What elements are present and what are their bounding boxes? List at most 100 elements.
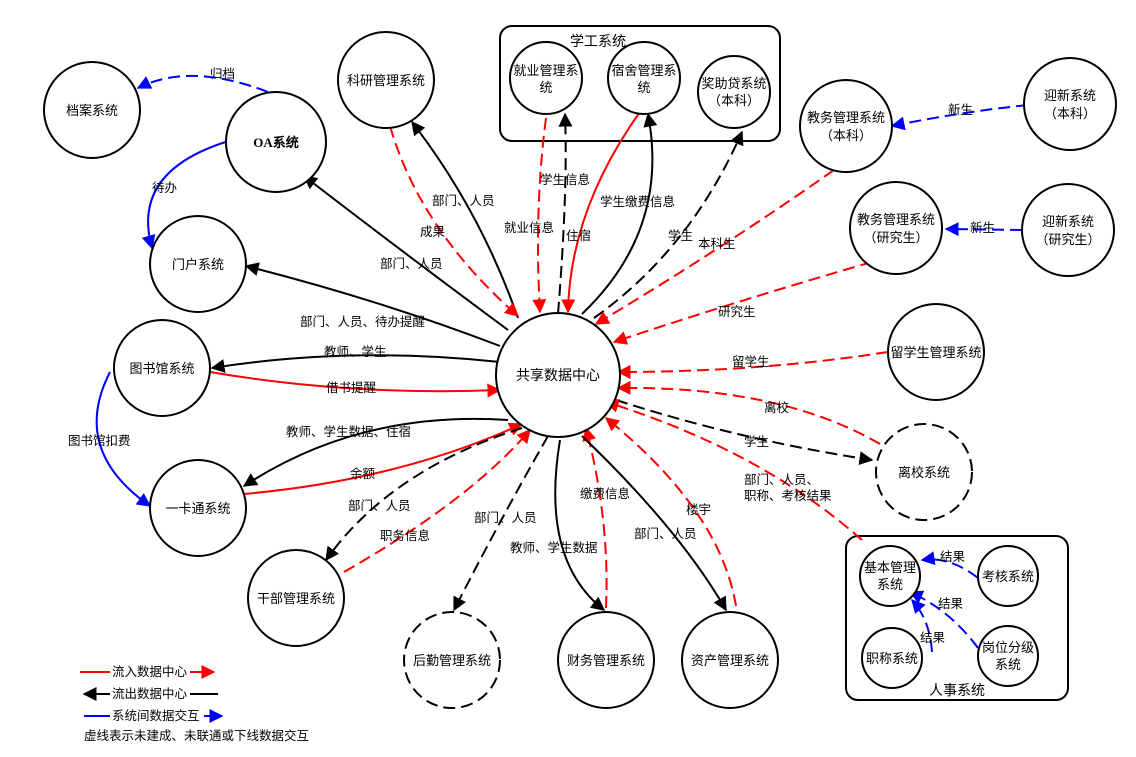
label-leaving-in: 离校 [764, 400, 790, 415]
edge-academic-grad-hub-in [612, 261, 873, 345]
label-hr-in-line1: 部门、人员、 [744, 472, 819, 487]
label-employment-out: 学生信息 [540, 172, 590, 187]
edge-leaving-hub-in [616, 380, 881, 445]
logistics-node [403, 611, 501, 709]
label-result-title: 结果 [920, 631, 946, 645]
card-node [149, 459, 247, 557]
node-labels: 档案系统 OA系统 门户系统 科研管理系统 就业管理系 统 宿舍管理系 统 奖助… [66, 63, 1101, 672]
dorm-node [607, 41, 681, 115]
archive-node [43, 61, 141, 159]
label-freshman-grad: 新生 [970, 220, 995, 235]
label-dorm-out: 学生缴费信息 [600, 194, 675, 209]
edge-assessment-basic [920, 551, 979, 579]
label-assets-in: 楼宇 [686, 502, 711, 517]
post-grade-label-line1: 岗位分级 [982, 640, 1034, 655]
hr-basic-label-line1: 基本管理 [864, 560, 916, 575]
assessment-label: 考核系统 [982, 569, 1034, 584]
label-portal-out: 部门、人员、待办提醒 [300, 314, 426, 329]
employment-node [509, 41, 583, 115]
edge-hub-aid-out [593, 130, 744, 319]
intl-node [887, 303, 985, 401]
edge-finance-hub-in [582, 426, 608, 609]
edge-intl-hub-in [616, 351, 889, 379]
portal-node [149, 215, 247, 313]
logistics-label: 后勤管理系统 [413, 653, 491, 668]
intl-label: 留学生管理系统 [890, 345, 981, 360]
label-dorm-in: 住宿 [566, 228, 591, 243]
edge-hub-portal-out [244, 262, 501, 347]
assets-label: 资产管理系统 [691, 653, 769, 668]
label-todo: 待办 [152, 180, 177, 195]
hub-node [495, 312, 621, 438]
cadre-label: 干部管理系统 [257, 591, 335, 606]
freshman-ug-node [1023, 57, 1117, 151]
edge-hub-card-out [242, 417, 509, 487]
edge-hub-research-out [411, 120, 519, 319]
assets-node [681, 611, 779, 709]
title-label: 职称系统 [866, 651, 918, 666]
label-research-in: 成果 [420, 225, 446, 239]
label-hr-in-line2: 职称、考核结果 [744, 489, 832, 503]
legend-outflow-text: 流出数据中心 [112, 686, 188, 701]
title-node [861, 627, 923, 689]
edge-title-basic [911, 598, 933, 653]
aid-label-line2: （本科） [708, 93, 760, 108]
academic-grad-label-line2: （研究生） [863, 230, 928, 245]
academic-grad-label-line1: 教务管理系统 [857, 212, 935, 227]
label-finance-out: 教师、学生数据 [510, 540, 598, 555]
label-cadre-in: 职务信息 [380, 528, 430, 543]
edges [95, 75, 1029, 653]
freshman-grad-label-line1: 迎新系统 [1042, 214, 1094, 229]
personnel-group-box [845, 535, 1069, 701]
label-research-out: 部门、人员 [432, 193, 495, 208]
leaving-label: 离校系统 [898, 465, 950, 480]
label-employment-in: 就业信息 [504, 220, 554, 235]
library-label: 图书馆系统 [129, 361, 194, 376]
label-result-post: 结果 [938, 597, 964, 611]
edge-dorm-hub-in [561, 111, 641, 314]
finance-label: 财务管理系统 [567, 653, 645, 668]
post-grade-node [977, 625, 1039, 687]
label-assets-out: 部门、人员 [634, 526, 697, 541]
hr-basic-label-line2: 系统 [877, 577, 903, 592]
edge-cadre-hub-in [343, 428, 531, 573]
label-freshman-ug: 新生 [948, 102, 973, 117]
aid-label-line1: 奖助贷系统 [701, 76, 766, 91]
archive-label: 档案系统 [66, 103, 118, 118]
edge-oa-portal [141, 139, 233, 250]
assessment-node [977, 545, 1039, 607]
label-leaving-out: 学生 [744, 434, 769, 449]
label-library-in: 借书提醒 [326, 380, 377, 395]
label-logistics-out: 部门、人员 [474, 510, 537, 525]
freshman-ug-label-line1: 迎新系统 [1044, 88, 1096, 103]
finance-node [557, 611, 655, 709]
dorm-label-line1: 宿舍管理系 [611, 63, 676, 78]
edge-research-hub-in [389, 125, 520, 317]
edge-library-hub-in [209, 371, 502, 398]
hub-label: 共享数据中心 [516, 367, 600, 384]
edge-hub-finance-out [554, 439, 606, 611]
academic-ug-label-line2: （本科） [820, 128, 872, 143]
legend: 流入数据中心 流出数据中心 系统间数据交互 虚线表示未建成、未联通或下线数据交互 [80, 662, 309, 743]
cadre-node [247, 549, 345, 647]
edge-hub-logistics-out [453, 435, 549, 612]
dorm-label-line2: 统 [637, 80, 650, 95]
label-card-out: 教师、学生数据、住宿 [286, 424, 411, 439]
nodes [43, 31, 1117, 709]
edge-hub-leaving-out [615, 399, 874, 466]
label-result-assessment: 结果 [940, 550, 966, 564]
student-affairs-group-label: 学工系统 [570, 34, 626, 50]
freshman-ug-label-line2: （本科） [1044, 106, 1096, 121]
hr-basic-node [859, 545, 921, 607]
edge-oa-archive [136, 75, 269, 93]
library-node [113, 319, 211, 417]
legend-intersystem-bg [110, 706, 204, 724]
label-intl-in: 留学生 [732, 354, 770, 369]
research-label: 科研管理系统 [347, 73, 425, 88]
label-academic-grad-in: 研究生 [718, 304, 756, 319]
label-archive: 归档 [210, 67, 235, 81]
edge-labels: 归档 待办 部门、人员 成果 部门、人员 部门、人员、待办提醒 学生信息 就业信… [68, 67, 995, 645]
edge-hub-library-out [210, 354, 501, 373]
label-aid-out: 学生 [668, 228, 693, 243]
oa-node [225, 91, 327, 193]
